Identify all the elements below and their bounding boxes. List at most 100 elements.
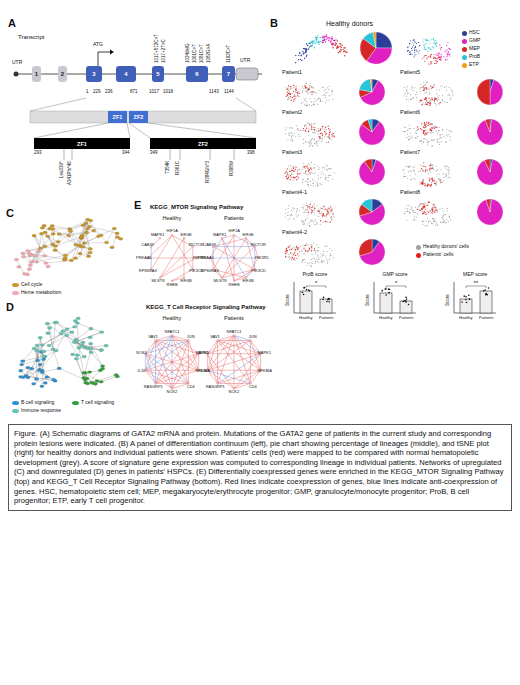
cell-dot bbox=[415, 207, 416, 208]
continuum-dot bbox=[324, 36, 325, 37]
cell-dot bbox=[432, 46, 433, 47]
cell-dot bbox=[450, 49, 451, 50]
cell-dot bbox=[433, 221, 434, 222]
cell-dot bbox=[301, 251, 302, 252]
cell-dot bbox=[305, 173, 306, 174]
cell-dot bbox=[406, 99, 407, 100]
cell-dot bbox=[306, 167, 307, 168]
cell-dot bbox=[288, 134, 289, 135]
cell-dot bbox=[423, 180, 424, 181]
continuum-dot bbox=[306, 43, 307, 44]
cell-dot bbox=[409, 124, 410, 125]
continuum-dot bbox=[309, 46, 310, 47]
cell-dot bbox=[313, 181, 314, 182]
cell-dot bbox=[294, 208, 295, 209]
cell-dot bbox=[446, 142, 447, 143]
cell-dot bbox=[404, 131, 405, 132]
cell-dot bbox=[417, 209, 418, 210]
network-node bbox=[51, 232, 55, 235]
cell-dot bbox=[427, 170, 428, 171]
network-edge bbox=[45, 232, 55, 250]
continuum-dot bbox=[314, 47, 315, 48]
cell-dot bbox=[433, 47, 434, 48]
continuum-dot bbox=[306, 56, 307, 57]
cell-dot bbox=[314, 123, 315, 124]
cell-dot bbox=[297, 179, 298, 180]
cell-dot bbox=[328, 89, 329, 90]
cell-dot bbox=[293, 180, 294, 181]
cell-dot bbox=[436, 130, 437, 131]
cell-dot bbox=[423, 45, 424, 46]
network-node bbox=[63, 254, 67, 257]
cell-dot bbox=[294, 98, 295, 99]
cell-dot bbox=[327, 263, 328, 264]
network-node bbox=[43, 245, 47, 248]
cell-dot bbox=[427, 141, 428, 142]
cell-dot bbox=[322, 216, 323, 217]
score-dot bbox=[309, 290, 311, 292]
cell-dot bbox=[448, 174, 449, 175]
cell-dot bbox=[301, 220, 302, 221]
cell-dot bbox=[435, 54, 436, 55]
cell-dot bbox=[422, 58, 423, 59]
cell-dot bbox=[287, 92, 288, 93]
cell-dot bbox=[435, 207, 436, 208]
cell-dot bbox=[327, 211, 328, 212]
cell-dot bbox=[297, 93, 298, 94]
cell-dot bbox=[317, 99, 318, 100]
cell-dot bbox=[426, 126, 427, 127]
cell-dot bbox=[285, 130, 286, 131]
cell-dot bbox=[309, 222, 310, 223]
network-edge bbox=[84, 236, 98, 243]
cell-dot bbox=[314, 139, 315, 140]
cell-dot bbox=[429, 101, 430, 102]
cell-dot bbox=[304, 99, 305, 100]
cell-dot bbox=[314, 203, 315, 204]
cell-dot bbox=[436, 170, 437, 171]
cell-dot bbox=[312, 87, 313, 88]
cell-dot bbox=[430, 61, 431, 62]
cell-dot bbox=[317, 184, 318, 185]
cell-dot bbox=[430, 99, 431, 100]
cell-dot bbox=[436, 222, 437, 223]
cell-dot bbox=[325, 92, 326, 93]
pie-slice bbox=[376, 32, 392, 48]
cell-dot bbox=[417, 136, 418, 137]
cell-dot bbox=[423, 41, 424, 42]
cell-dot bbox=[297, 170, 298, 171]
cell-dot bbox=[448, 52, 449, 53]
cell-dot bbox=[433, 38, 434, 39]
network-edge bbox=[90, 227, 117, 234]
cell-dot bbox=[305, 250, 306, 251]
cell-dot bbox=[452, 93, 453, 94]
cell-dot bbox=[320, 257, 321, 258]
cell-dot bbox=[325, 102, 326, 103]
cell-dot bbox=[293, 219, 294, 220]
cell-dot bbox=[324, 168, 325, 169]
cell-dot bbox=[428, 123, 429, 124]
continuum-dot bbox=[329, 37, 330, 38]
cell-dot bbox=[293, 178, 294, 179]
cell-dot bbox=[432, 207, 433, 208]
cell-dot bbox=[314, 143, 315, 144]
cell-dot bbox=[434, 99, 435, 100]
continuum-dot bbox=[331, 43, 332, 44]
cell-dot bbox=[293, 254, 294, 255]
cell-dot bbox=[413, 178, 414, 179]
continuum-dot bbox=[305, 48, 306, 49]
cell-dot bbox=[305, 83, 306, 84]
cell-dot bbox=[302, 102, 303, 103]
cell-dot bbox=[409, 43, 410, 44]
cell-dot bbox=[436, 58, 437, 59]
cell-dot bbox=[427, 169, 428, 170]
cell-dot bbox=[440, 49, 441, 50]
cell-dot bbox=[308, 206, 309, 207]
cell-dot bbox=[311, 266, 312, 267]
cell-dot bbox=[319, 167, 320, 168]
score-dot bbox=[388, 288, 390, 290]
cell-dot bbox=[437, 224, 438, 225]
cell-dot bbox=[292, 257, 293, 258]
score-dot bbox=[328, 298, 330, 300]
cell-dot bbox=[320, 208, 321, 209]
continuum-dot bbox=[310, 42, 311, 43]
